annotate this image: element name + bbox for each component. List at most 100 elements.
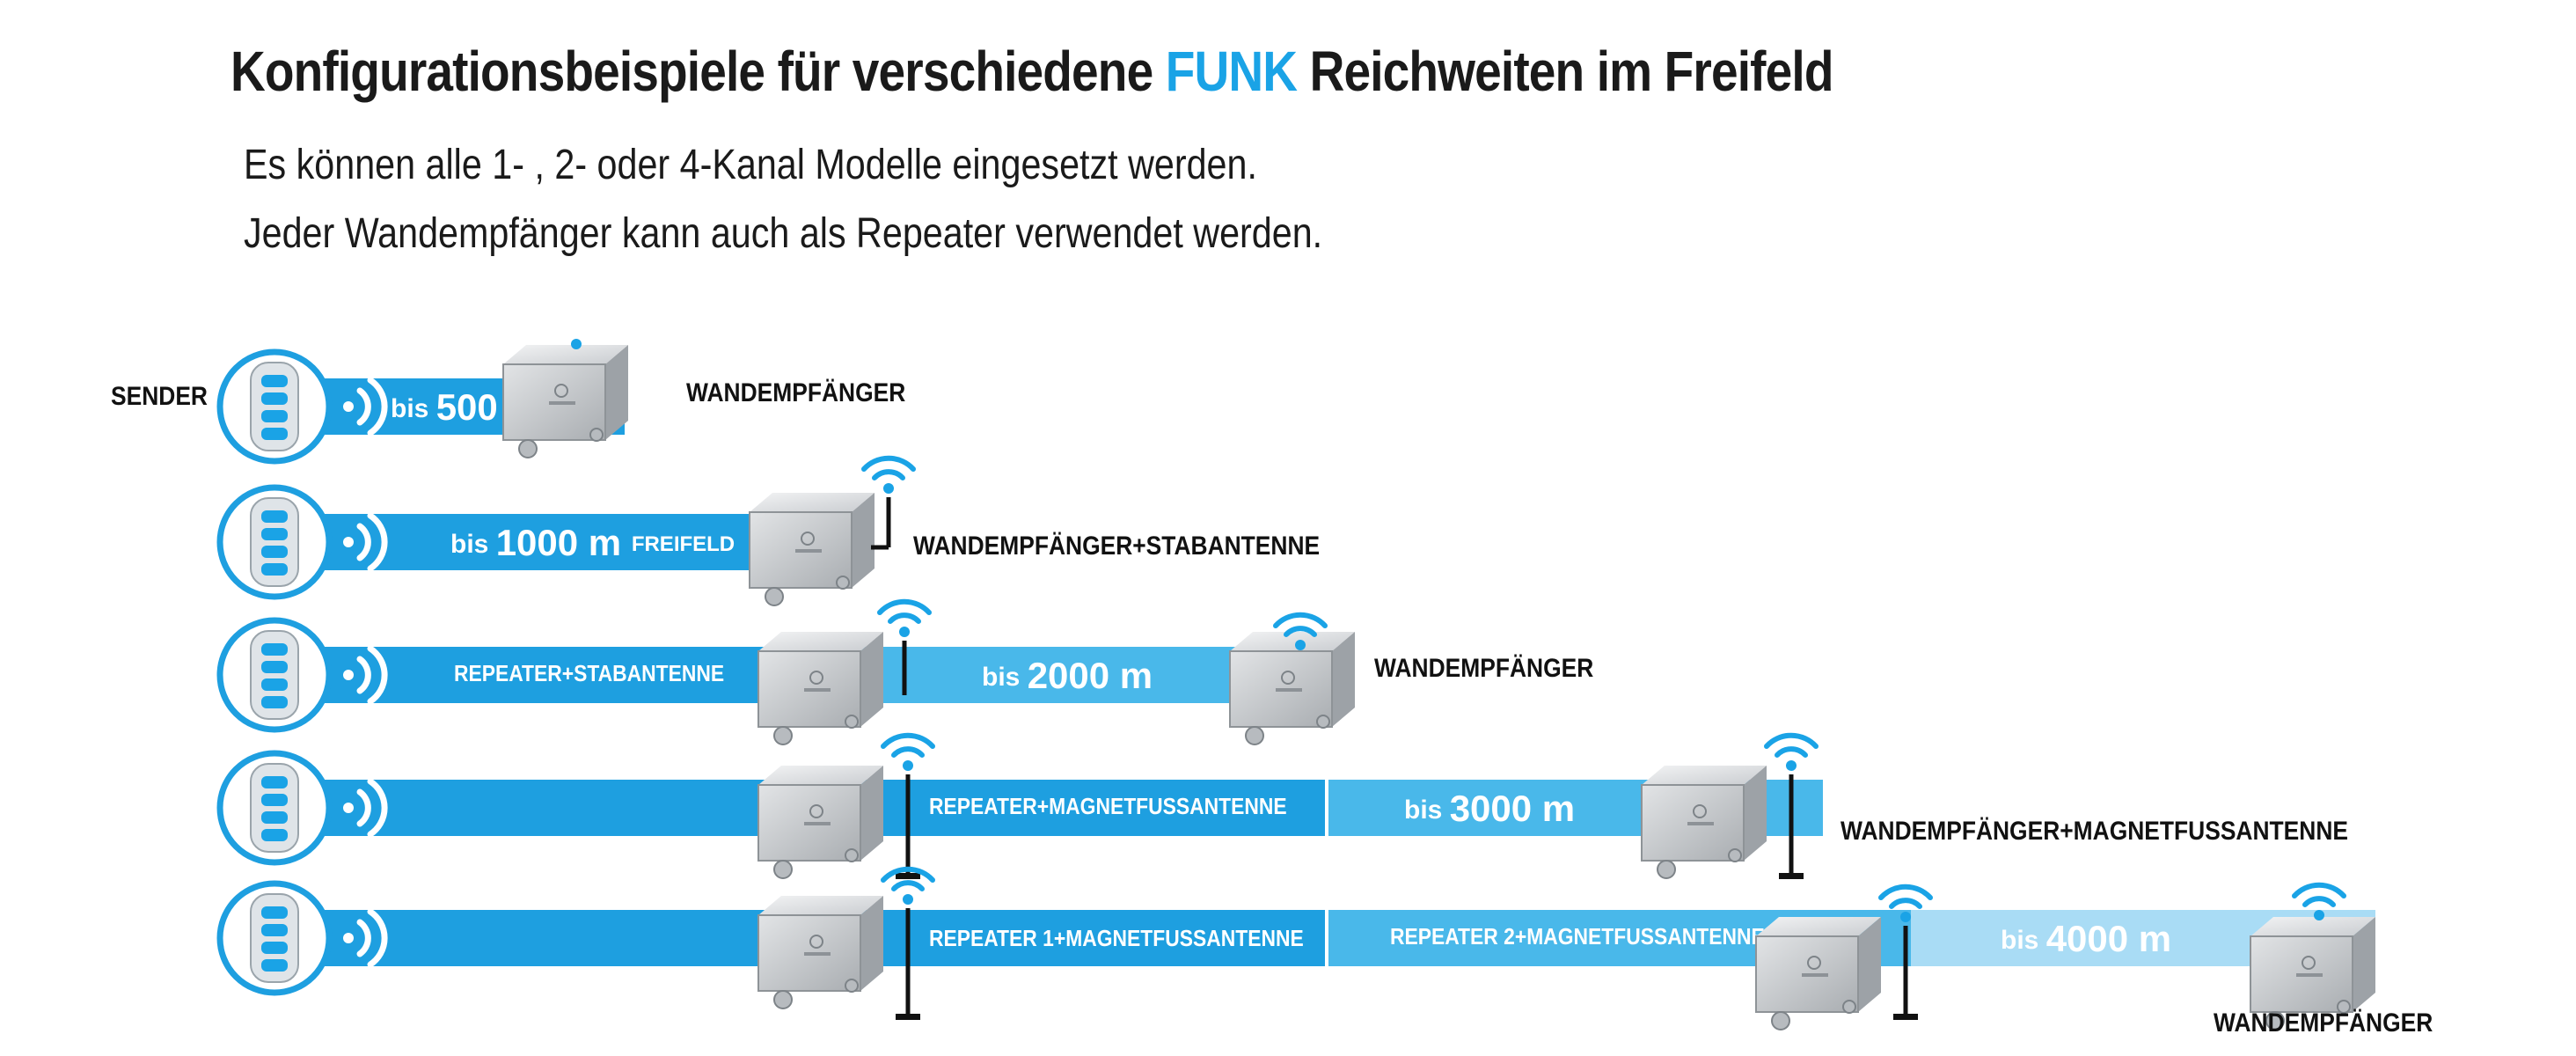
remote-button bbox=[261, 906, 288, 919]
signal-wave bbox=[367, 645, 388, 705]
box-cable-gland bbox=[1771, 1011, 1790, 1030]
remote-button bbox=[261, 959, 288, 972]
range-small: bis bbox=[2001, 926, 2046, 955]
signal-wave bbox=[356, 788, 371, 827]
box-logo-text bbox=[804, 952, 831, 956]
box-cable-gland bbox=[1316, 715, 1330, 729]
magnet-antenna-icon bbox=[896, 908, 920, 1020]
range-big: 3000 m bbox=[1450, 788, 1575, 829]
wifi-arc bbox=[1273, 612, 1328, 628]
range-big: 4000 m bbox=[2046, 918, 2171, 959]
wifi-arc bbox=[891, 880, 925, 891]
remote-control-icon bbox=[216, 348, 388, 465]
remote-button bbox=[261, 643, 288, 656]
range-small: bis bbox=[1404, 796, 1450, 825]
wifi-dot bbox=[1295, 640, 1306, 650]
remote-button bbox=[261, 829, 288, 841]
title-highlight: FUNK bbox=[1165, 40, 1298, 103]
box-side bbox=[1858, 917, 1881, 1012]
wifi-antenna-icon bbox=[877, 598, 932, 637]
wifi-arc bbox=[861, 455, 916, 472]
box-logo bbox=[809, 671, 823, 685]
signal-dot bbox=[343, 933, 354, 943]
remote-button bbox=[261, 410, 288, 422]
wall-receiver-box-icon bbox=[1641, 766, 1767, 879]
box-top bbox=[1642, 766, 1767, 785]
antenna-magnet-foot bbox=[896, 1014, 920, 1020]
range-label: bis 4000 m bbox=[2001, 918, 2171, 959]
antenna-magnet-foot bbox=[1779, 873, 1804, 879]
magnet-antenna-icon bbox=[1779, 774, 1804, 879]
remote-button bbox=[261, 510, 288, 523]
wifi-arc bbox=[881, 732, 935, 749]
remote-button bbox=[261, 696, 288, 708]
wifi-antenna-icon bbox=[861, 455, 916, 494]
box-logo bbox=[801, 532, 815, 546]
box-cable-gland bbox=[1245, 726, 1264, 745]
wifi-dot bbox=[1786, 760, 1797, 771]
box-top bbox=[503, 345, 628, 364]
segment-label: REPEATER+MAGNETFUSSANTENNE bbox=[929, 795, 1287, 820]
remote-button bbox=[261, 661, 288, 673]
box-top bbox=[1756, 917, 1881, 936]
end-label: WANDEMPFÄNGER bbox=[2214, 1007, 2433, 1037]
remote-button bbox=[261, 942, 288, 954]
box-logo-text bbox=[1687, 822, 1714, 825]
box-cable-gland bbox=[2265, 1011, 2285, 1030]
wall-receiver-box-icon bbox=[1755, 917, 1881, 1030]
range-label: bis 3000 m bbox=[1404, 788, 1575, 829]
range-band bbox=[317, 514, 785, 570]
wifi-antenna-icon bbox=[1273, 612, 1328, 650]
box-logo-text bbox=[1276, 688, 1302, 692]
box-top bbox=[2250, 917, 2375, 936]
signal-wave bbox=[356, 656, 371, 694]
wifi-arc bbox=[881, 866, 935, 883]
range-big: 2000 m bbox=[1028, 655, 1153, 696]
box-cable-gland bbox=[773, 726, 793, 745]
remote-button bbox=[261, 428, 288, 440]
wall-receiver-box-icon bbox=[1229, 632, 1355, 745]
title-part2: Reichweiten im Freifeld bbox=[1297, 40, 1834, 103]
wifi-arc bbox=[891, 746, 925, 758]
box-cable-gland bbox=[2337, 1000, 2351, 1014]
box-top bbox=[758, 896, 883, 915]
page-title: Konfigurationsbeispiele für verschiedene… bbox=[231, 39, 1833, 104]
wifi-arc bbox=[1889, 898, 1922, 909]
wall-receiver-box-icon bbox=[749, 493, 875, 606]
end-label: WANDEMPFÄNGER bbox=[1374, 652, 1593, 682]
wifi-arc bbox=[1764, 732, 1819, 749]
sender-label: SENDER bbox=[111, 380, 208, 410]
wall-receiver-box-icon bbox=[757, 896, 883, 1009]
remote-button bbox=[261, 811, 288, 824]
range-small: bis bbox=[450, 530, 496, 559]
signal-waves-icon bbox=[343, 645, 388, 705]
magnet-antenna-icon bbox=[1893, 926, 1918, 1020]
signal-waves-icon bbox=[343, 778, 388, 838]
signal-dot bbox=[343, 537, 354, 547]
box-logo bbox=[809, 935, 823, 949]
wall-receiver-box-icon bbox=[502, 345, 628, 458]
signal-wave bbox=[367, 778, 388, 838]
wall-receiver-box-icon bbox=[757, 766, 883, 879]
signal-waves-icon bbox=[343, 512, 388, 572]
wall-receiver-box-icon bbox=[757, 632, 883, 745]
segment-label: REPEATER+STABANTENNE bbox=[454, 662, 724, 687]
box-top bbox=[758, 766, 883, 785]
wifi-arc bbox=[1878, 884, 1933, 900]
signal-waves-icon bbox=[343, 377, 388, 436]
box-cable-gland bbox=[1842, 1000, 1856, 1014]
box-logo bbox=[809, 804, 823, 818]
signal-dot bbox=[343, 803, 354, 813]
remote-button bbox=[261, 776, 288, 788]
wifi-dot bbox=[903, 760, 913, 771]
wall-receiver-box-icon bbox=[2250, 917, 2375, 1030]
remote-button bbox=[261, 528, 288, 540]
wifi-antenna-icon bbox=[2292, 882, 2346, 920]
signal-dot bbox=[343, 401, 354, 412]
signal-wave bbox=[367, 908, 388, 968]
box-side bbox=[860, 896, 883, 991]
top-signal-dot bbox=[571, 339, 582, 349]
box-side bbox=[860, 766, 883, 861]
remote-button bbox=[261, 563, 288, 576]
